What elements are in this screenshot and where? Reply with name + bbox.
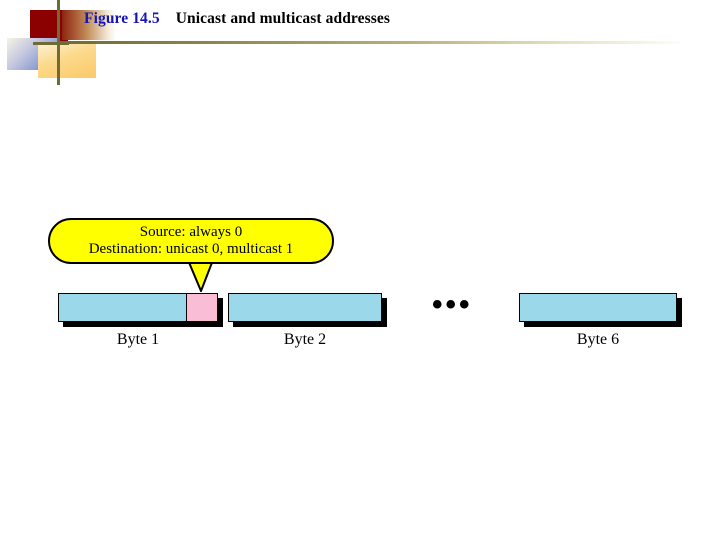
byte-1-flag-bit-segment — [186, 294, 217, 321]
byte-1-label: Byte 1 — [116, 331, 160, 348]
byte-1-box — [58, 293, 218, 322]
byte-6-box — [519, 293, 677, 322]
header-horizontal-rule — [57, 41, 687, 44]
byte-2-label: Byte 2 — [283, 331, 327, 348]
callout-text: Source: always 0 Destination: unicast 0,… — [48, 218, 334, 264]
byte-2-box — [228, 293, 382, 322]
byte-6-data-segment — [520, 294, 676, 321]
byte-field-2 — [228, 293, 388, 327]
decorative-red-fade-bar — [62, 10, 116, 40]
decorative-orange-square — [38, 42, 96, 78]
figure-caption: Unicast and multicast addresses — [175, 10, 390, 27]
page-title: Figure 14.5 Unicast and multicast address… — [84, 10, 390, 28]
figure-number: Figure 14.5 — [84, 10, 160, 27]
callout-line-destination: Destination: unicast 0, multicast 1 — [88, 241, 294, 257]
callout-body — [48, 218, 334, 264]
byte-2-data-segment — [229, 294, 381, 321]
byte-field-1 — [58, 293, 224, 327]
callout-bubble: Source: always 0 Destination: unicast 0,… — [48, 218, 338, 292]
byte-1-data-segment — [59, 294, 187, 321]
ellipsis-separator: ••• — [432, 288, 473, 321]
callout-line-source: Source: always 0 — [139, 223, 243, 240]
byte-6-label: Byte 6 — [576, 331, 620, 348]
header-decoration — [0, 0, 720, 90]
decorative-horizontal-stub — [33, 42, 69, 45]
byte-field-6 — [519, 293, 683, 327]
